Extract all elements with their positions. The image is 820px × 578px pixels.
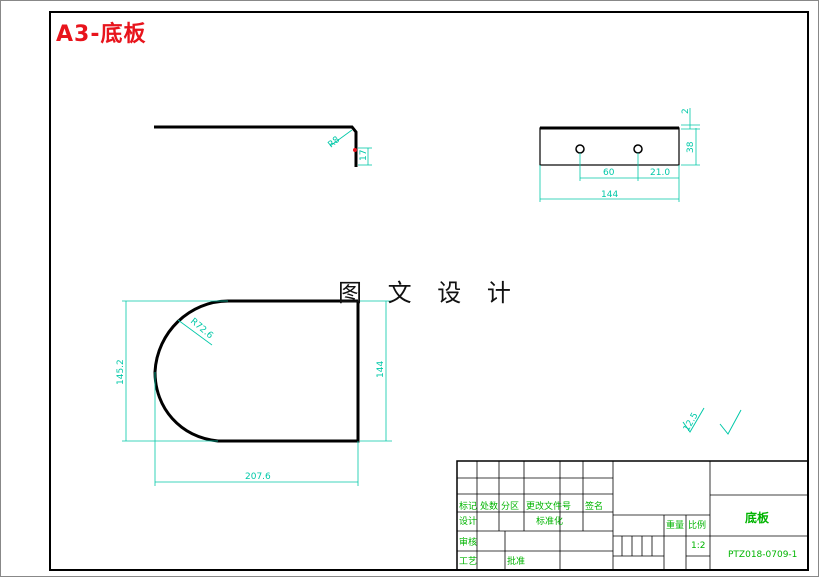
tb-label-mark: 标记 [459,500,477,512]
tb-label-change-doc: 更改文件号 [526,500,571,512]
tb-label-count: 处数 [480,500,498,512]
tb-label-design: 设计 [459,515,477,527]
plan-view-outline [153,299,360,443]
tb-label-scale: 比例 [688,519,706,531]
side-view-thickness-label: 2 [681,108,691,114]
hole-left [575,144,585,154]
plan-view-left-height-label: 145.2 [116,359,126,385]
top-view-dim-line [329,129,353,147]
title-block: 标记 处数 分区 更改文件号 签名 设计 标准化 审核 工艺 批准 重量 比例 … [456,460,809,571]
roughness-mark-2 [719,409,742,435]
tb-label-review: 审核 [459,536,477,548]
side-view-edge-to-hole-label: 21.0 [650,168,670,178]
tb-label-weight: 重量 [666,519,684,531]
tb-label-sign: 签名 [585,500,603,512]
top-view: R8 17 [154,125,372,167]
drawing-frame [49,11,809,571]
tb-label-zone: 分区 [501,501,519,512]
side-view-overall-width-label: 144 [601,190,618,200]
side-view-outline [539,127,680,166]
hole-right [633,144,643,154]
sheet-title: A3-底板 [56,22,147,47]
top-view-outline [154,125,358,167]
roughness-marks: 12.5 [682,407,742,435]
tb-label-process: 工艺 [459,556,477,567]
tb-label-standardize: 标准化 [536,515,563,527]
tb-part-name: 底板 [745,510,770,525]
plan-view-overall-length-label: 207.6 [245,472,271,482]
tb-drawing-number: PTZ018-0709-1 [728,550,797,560]
side-view-height-label: 38 [686,141,696,153]
plan-view: R72.6 145.2 144 207.6 [116,299,392,486]
tb-scale-value: 1:2 [691,541,705,551]
side-view: 2 38 60 21.0 144 [539,108,700,202]
tb-label-approve: 批准 [507,555,525,567]
side-view-hole-spacing-label: 60 [603,168,615,178]
watermark: 图 文 设 计 [338,279,520,307]
top-view-angle-label: R8 [327,135,343,151]
top-view-height-label: 17 [359,150,369,161]
roughness-mark-1-label: 12.5 [682,411,701,433]
roughness-mark-1 [682,407,705,433]
plan-view-right-height-label: 144 [376,361,386,378]
